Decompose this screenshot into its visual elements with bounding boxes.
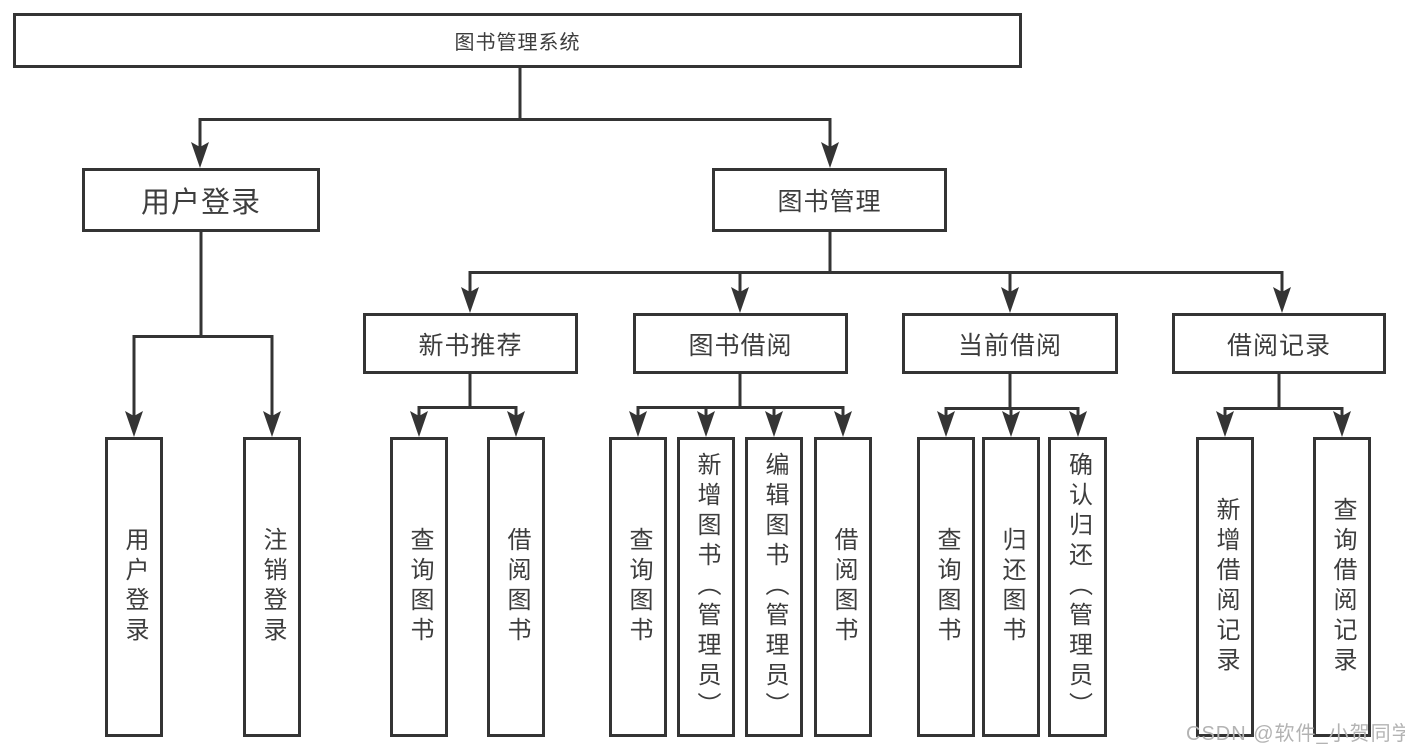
leaf-borrow-books-recommend: 借阅图书: [487, 437, 545, 737]
leaf-query-books-recommend: 查询图书: [390, 437, 448, 737]
node-current-borrow: 当前借阅: [902, 313, 1118, 374]
leaf-confirm-return-admin-label: 确认归还（管理员）: [1064, 452, 1092, 722]
leaf-return-book: 归还图书: [982, 437, 1040, 737]
leaf-query-books-current: 查询图书: [917, 437, 975, 737]
leaf-add-borrow-record: 新增借阅记录: [1196, 437, 1254, 737]
leaf-user-login-label: 用户登录: [121, 527, 148, 647]
leaf-confirm-return-admin: 确认归还（管理员）: [1048, 437, 1107, 737]
leaf-query-books-borrow-label: 查询图书: [625, 527, 652, 647]
leaf-query-books-borrow: 查询图书: [609, 437, 667, 737]
node-user-login: 用户登录: [82, 168, 320, 232]
node-book-borrow: 图书借阅: [633, 313, 848, 374]
node-library-management-system: 图书管理系统: [13, 13, 1022, 68]
leaf-edit-book-admin: 编辑图书（管理员）: [745, 437, 803, 737]
leaf-query-borrow-record: 查询借阅记录: [1313, 437, 1371, 737]
leaf-logout-label: 注销登录: [259, 527, 286, 647]
leaf-query-books-recommend-label: 查询图书: [406, 527, 433, 647]
leaf-query-books-current-label: 查询图书: [933, 527, 960, 647]
leaf-add-borrow-record-label: 新增借阅记录: [1212, 497, 1239, 677]
node-book-management: 图书管理: [712, 168, 947, 232]
csdn-watermark: CSDN @软件_小贺同学: [1186, 723, 1405, 745]
leaf-logout: 注销登录: [243, 437, 301, 737]
leaf-query-borrow-record-label: 查询借阅记录: [1329, 497, 1356, 677]
leaf-borrow-books: 借阅图书: [814, 437, 872, 737]
leaf-borrow-books-recommend-label: 借阅图书: [503, 527, 530, 647]
node-new-book-recommend: 新书推荐: [363, 313, 578, 374]
leaf-borrow-books-label: 借阅图书: [830, 527, 857, 647]
leaf-user-login: 用户登录: [105, 437, 163, 737]
leaf-edit-book-admin-label: 编辑图书（管理员）: [761, 452, 788, 722]
leaf-add-book-admin-label: 新增图书（管理员）: [693, 452, 720, 722]
leaf-return-book-label: 归还图书: [998, 527, 1025, 647]
leaf-add-book-admin: 新增图书（管理员）: [677, 437, 735, 737]
node-borrow-records: 借阅记录: [1172, 313, 1386, 374]
